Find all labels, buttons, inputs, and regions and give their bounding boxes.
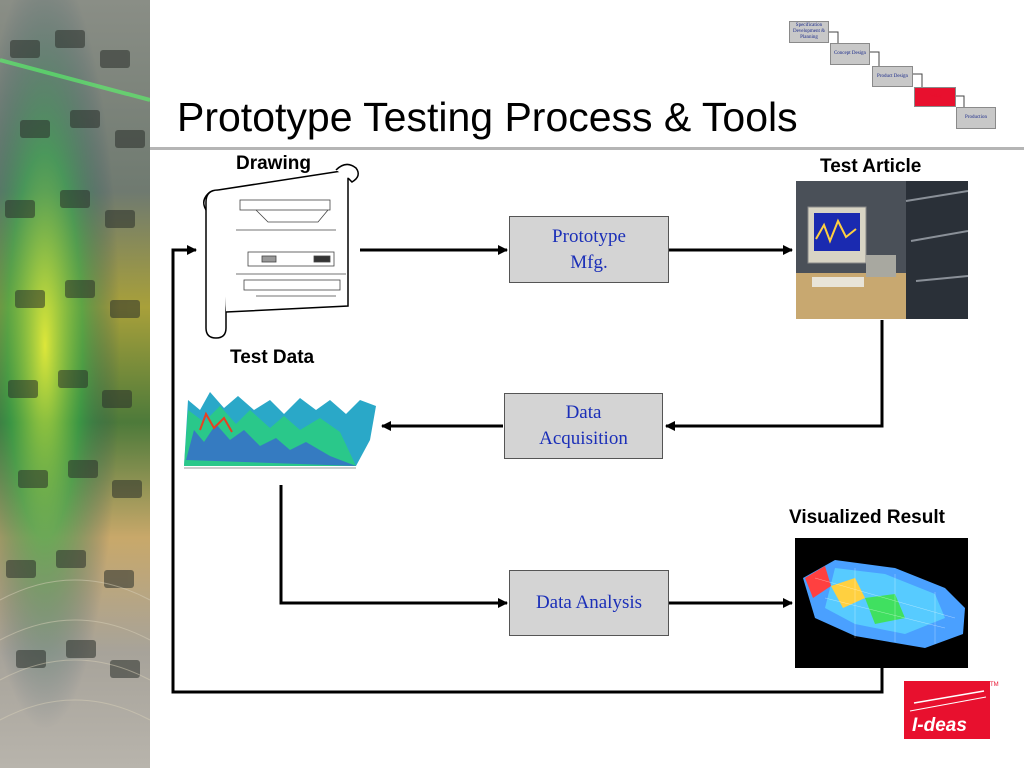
data-acquisition-box: Data Acquisition [504,393,663,459]
drawing-scroll-image [196,156,364,344]
prototype-mfg-box: Prototype Mfg. [509,216,669,283]
stair-step-specification: Specification Development & Planning [789,21,829,43]
decorative-side-image [0,0,150,768]
test-data-label: Test Data [230,347,315,368]
test-data-3d-plot [180,370,380,485]
page-title: Prototype Testing Process & Tools [177,94,798,140]
test-article-label: Test Article [820,156,922,177]
visualized-result-label: Visualized Result [789,507,945,528]
test-article-photo [796,181,968,319]
title-divider [150,147,1024,150]
stair-step-concept: Concept Design [830,43,870,65]
logo-trademark: TM [990,682,999,688]
ideas-logo-mark-icon: I-deas [909,690,987,736]
data-analysis-box: Data Analysis [509,570,669,636]
ideas-logo: I-deas [904,681,990,739]
stair-step-testing: Testing [914,87,956,107]
stair-step-production: Production [956,107,996,129]
stair-connectors [828,31,965,108]
drawing-label: Drawing [236,153,311,174]
stair-step-product-design: Product Design [872,66,913,87]
visualized-result-image [795,538,968,668]
logo-text: I-deas [912,715,967,736]
